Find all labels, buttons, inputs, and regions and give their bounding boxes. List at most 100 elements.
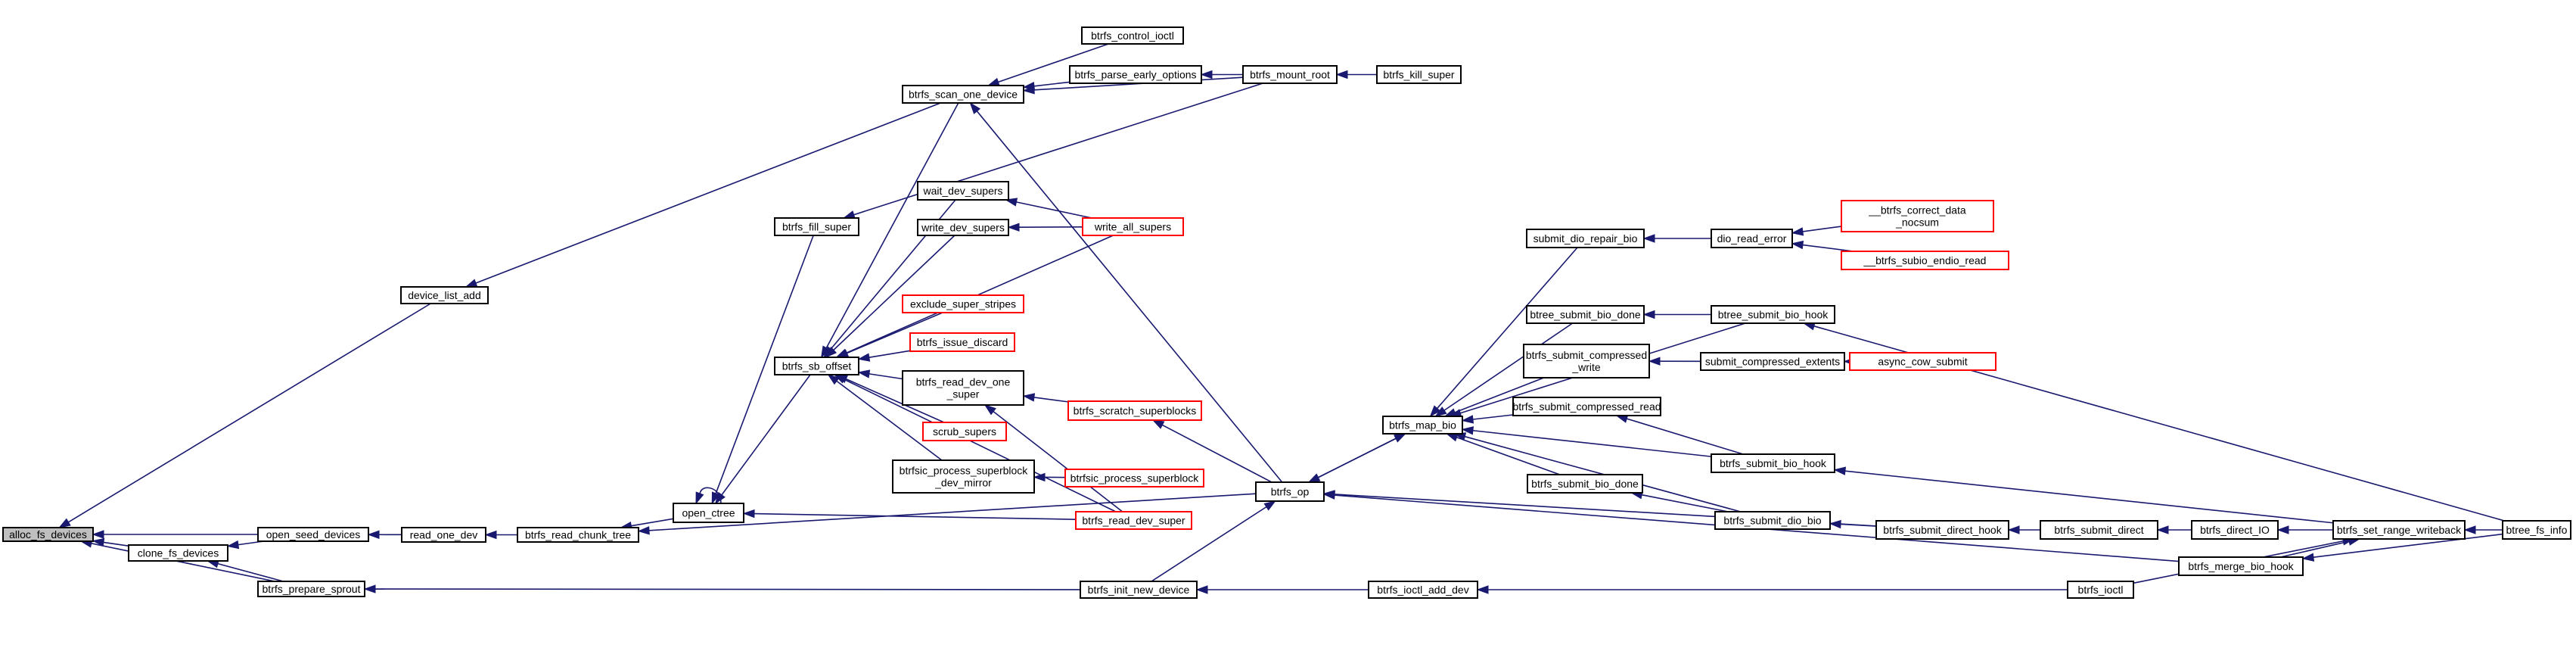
arrowhead-icon [226, 540, 240, 550]
node-btrfs-op[interactable]: btrfs_op [1255, 481, 1325, 502]
arrowhead-icon [857, 369, 871, 378]
node-scrub-supers[interactable]: scrub_supers [922, 422, 1007, 441]
node-btrfs-subio-endio-read[interactable]: __btrfs_subio_endio_read [1841, 251, 2009, 270]
node-btrfs-read-dev-super[interactable]: btrfs_read_dev_super [1075, 511, 1192, 530]
node-box [1841, 200, 1994, 232]
arrowhead-icon [1461, 415, 1474, 424]
node-submit-compressed-extents[interactable]: submit_compressed_extents [1700, 352, 1845, 371]
arrowhead-icon [363, 584, 376, 593]
node-label: btrfs_submit_direct_hook [1883, 524, 2002, 536]
node-read-one-dev[interactable]: read_one_dev [401, 527, 486, 543]
call-edge [1461, 414, 1514, 424]
node-dio-read-error[interactable]: dio_read_error [1711, 229, 1793, 248]
node-btrfs-init-new-device[interactable]: btrfs_init_new_device [1080, 581, 1198, 599]
arrowhead-icon [1307, 473, 1321, 483]
call-edge [1648, 357, 1701, 366]
arrowhead-icon [367, 530, 380, 539]
node-btrfs-mount-root[interactable]: btrfs_mount_root [1242, 65, 1338, 84]
node-btrfs-kill-super[interactable]: btrfs_kill_super [1376, 65, 1462, 84]
node-label: btrfs_control_ioctl [1091, 30, 1174, 42]
node-btrfs-sb-offset[interactable]: btrfs_sb_offset [774, 357, 859, 375]
node-async-cow-submit[interactable]: async_cow_submit [1849, 352, 1996, 371]
edge-line [1641, 494, 1729, 512]
node-open-seed-devices[interactable]: open_seed_devices [257, 527, 369, 542]
node-btrfs-submit-bio-hook[interactable]: btrfs_submit_bio_hook [1711, 453, 1835, 473]
arrowhead-icon [1322, 491, 1335, 500]
node-device-list-add[interactable]: device_list_add [400, 286, 489, 304]
node-alloc-fs-devices[interactable]: alloc_fs_devices [2, 527, 94, 542]
call-edge [1615, 414, 1744, 455]
edge-line [1151, 506, 1267, 582]
arrowhead-icon [465, 279, 478, 288]
node-write-dev-supers[interactable]: write_dev_supers [917, 219, 1009, 236]
node-submit-dio-repair-bio[interactable]: submit_dio_repair_bio [1526, 229, 1645, 248]
edge-line [715, 235, 814, 494]
node-open-ctree[interactable]: open_ctree [673, 503, 744, 523]
node-btree-submit-bio-hook[interactable]: btree_submit_bio_hook [1711, 305, 1835, 324]
node-exclude-super-stripes[interactable]: exclude_super_stripes [902, 294, 1024, 313]
node-box [1527, 474, 1643, 494]
edge-line [754, 512, 1077, 520]
node-btrfs-scratch-superblocks[interactable]: btrfs_scratch_superblocks [1067, 400, 1202, 421]
edge-line [1318, 433, 1406, 478]
node-label: write_dev_supers [921, 222, 1005, 234]
node-btrfs-read-dev-one-super[interactable]: btrfs_read_dev_one_super [902, 370, 1024, 406]
node-clone-fs-devices[interactable]: clone_fs_devices [128, 544, 228, 562]
node-btrfs-parse-early-options[interactable]: btrfs_parse_early_options [1069, 65, 1202, 84]
node-wait-dev-supers[interactable]: wait_dev_supers [917, 181, 1009, 201]
node-btrfs-merge-bio-hook[interactable]: btrfs_merge_bio_hook [2178, 556, 2304, 576]
call-edge [206, 559, 284, 582]
node-btrfs-control-ioctl[interactable]: btrfs_control_ioctl [1081, 26, 1184, 45]
node-box [673, 503, 744, 523]
node-label: device_list_add [408, 289, 481, 301]
node-box [1067, 400, 1202, 421]
node-label: btrfs_op [1271, 486, 1310, 498]
node-btrfs-submit-direct-hook[interactable]: btrfs_submit_direct_hook [1875, 520, 2009, 540]
node-btrfs-set-range-writeback[interactable]: btrfs_set_range_writeback [2332, 520, 2466, 540]
node-btrfsic-process-superblock-dev-mirror[interactable]: btrfsic_process_superblock_dev_mirror [892, 459, 1035, 494]
node-btrfs-scan-one-device[interactable]: btrfs_scan_one_device [902, 85, 1024, 104]
node-box [400, 286, 489, 304]
node-btrfs-prepare-sprout[interactable]: btrfs_prepare_sprout [257, 581, 365, 597]
node-btrfs-issue-discard[interactable]: btrfs_issue_discard [909, 332, 1015, 352]
node-btrfs-read-chunk-tree[interactable]: btrfs_read_chunk_tree [517, 527, 639, 543]
arrowhead-icon [1829, 519, 1841, 529]
call-edge [1335, 70, 1377, 79]
node-btrfs-map-bio[interactable]: btrfs_map_bio [1382, 416, 1463, 435]
node-btree-fs-info[interactable]: btree_fs_info [2502, 520, 2571, 540]
node-btrfs-submit-dio-bio[interactable]: btrfs_submit_dio_bio [1714, 511, 1831, 530]
node-btrfs-submit-bio-done[interactable]: btrfs_submit_bio_done [1527, 474, 1643, 494]
node-write-all-supers[interactable]: write_all_supers [1082, 217, 1184, 236]
arrowhead-icon [825, 346, 837, 359]
call-edge [1630, 491, 1729, 512]
node-btrfs-fill-super[interactable]: btrfs_fill_super [774, 217, 859, 236]
node-box [1382, 416, 1463, 435]
call-edge [1642, 234, 1711, 243]
node-label: btrfs_submit_bio_done [1531, 478, 1639, 490]
node-box [2067, 581, 2134, 599]
node-btrfs-submit-compressed-write[interactable]: btrfs_submit_compressed_write [1523, 344, 1650, 378]
call-edge [1434, 322, 1574, 417]
node-btrfs-ioctl-add-dev[interactable]: btrfs_ioctl_add_dev [1368, 581, 1478, 599]
node-btrfs-direct-IO[interactable]: btrfs_direct_IO [2191, 520, 2279, 540]
node-btree-submit-bio-done[interactable]: btree_submit_bio_done [1526, 305, 1645, 324]
node-box [917, 181, 1009, 201]
node-label: clone_fs_devices [138, 547, 219, 559]
arrowhead-icon [92, 530, 104, 539]
node-label: exclude_super_stripes [910, 298, 1016, 310]
node-box [2, 527, 94, 542]
call-edge [711, 235, 814, 505]
arrowhead-icon [827, 374, 840, 385]
node-btrfsic-process-superblock[interactable]: btrfsic_process_superblock [1064, 469, 1204, 487]
node-btrfs-submit-direct[interactable]: btrfs_submit_direct [2040, 520, 2158, 540]
arrowhead-icon [714, 491, 726, 505]
node-btrfs-ioctl[interactable]: btrfs_ioctl [2067, 581, 2134, 599]
node-box [2191, 520, 2279, 540]
call-edge [1829, 519, 1877, 529]
arrowhead-icon [695, 491, 704, 505]
node-btrfs-submit-compressed-read[interactable]: btrfs_submit_compressed_read [1512, 397, 1661, 416]
call-edge [484, 530, 517, 540]
node-label: open_seed_devices [266, 528, 361, 540]
edge-line [1472, 414, 1514, 420]
node-btrfs-correct-data-nocsum[interactable]: __btrfs_correct_data_nocsum [1841, 200, 1994, 232]
